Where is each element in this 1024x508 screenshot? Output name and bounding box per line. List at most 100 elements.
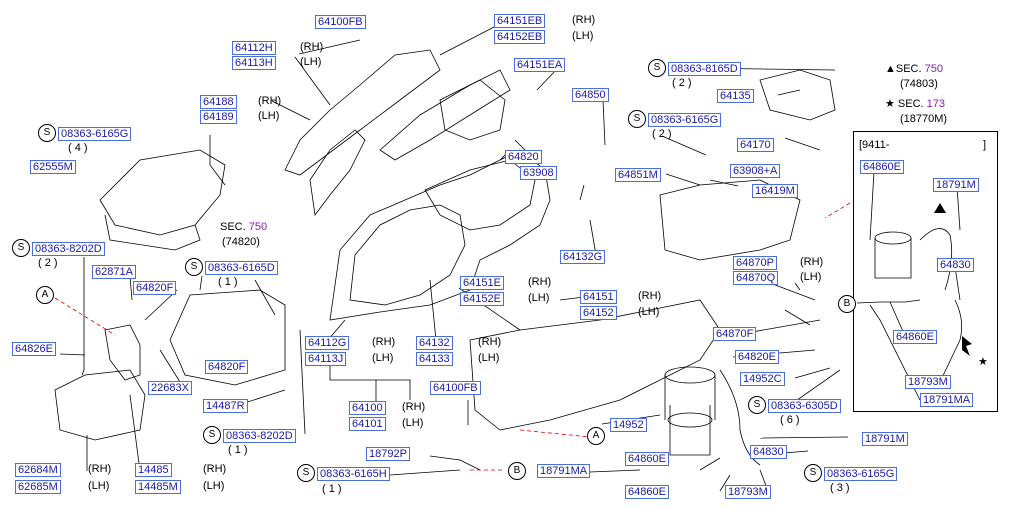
side-lh: (LH) (638, 306, 660, 318)
part-label-64135[interactable]: 64135 (717, 89, 754, 103)
part-label-64152[interactable]: 64152 (580, 306, 617, 320)
part-label-62871A[interactable]: 62871A (92, 265, 136, 279)
quantity: ( 1 ) (228, 444, 248, 456)
screw-symbol-s: S (628, 110, 646, 128)
part-label-14487R[interactable]: 14487R (203, 399, 248, 413)
screw-symbol-s: S (748, 396, 766, 414)
part-label-62555M[interactable]: 62555M (30, 160, 76, 174)
part-label-08363-6165G[interactable]: 08363-6165G (648, 113, 722, 127)
side-rh: (RH) (528, 276, 552, 288)
part-label-08363-6165D[interactable]: 08363-6165D (205, 261, 278, 275)
part-label-18793M[interactable]: 18793M (905, 375, 951, 389)
part-label-22683X[interactable]: 22683X (148, 381, 192, 395)
part-label-64820E[interactable]: 64820E (735, 350, 779, 364)
part-label-64132G[interactable]: 64132G (560, 250, 606, 264)
part-label-64870Q[interactable]: 64870Q (733, 271, 779, 285)
side-rh: (RH) (88, 463, 112, 475)
part-label-18791MA[interactable]: 18791MA (920, 393, 974, 407)
part-label-64870P[interactable]: 64870P (733, 256, 777, 270)
part-label-64820[interactable]: 64820 (505, 150, 542, 164)
part-label-08363-6165G[interactable]: 08363-6165G (58, 127, 132, 141)
quantity: ( 2 ) (38, 257, 58, 269)
side-lh: (LH) (800, 271, 822, 283)
part-label-14952C[interactable]: 14952C (740, 372, 785, 386)
section-ref-code: (18770M) (900, 113, 948, 125)
screw-symbol-s: S (12, 239, 30, 257)
part-label-18791M[interactable]: 18791M (862, 432, 908, 446)
fender-rail-drawing (284, 49, 441, 176)
part-label-64826E[interactable]: 64826E (12, 342, 56, 356)
part-label-16419M[interactable]: 16419M (752, 184, 798, 198)
section-ref-code: (74803) (900, 78, 938, 90)
part-label-64112H[interactable]: 64112H (232, 41, 276, 55)
part-label-64830[interactable]: 64830 (937, 258, 974, 272)
part-label-64188[interactable]: 64188 (200, 95, 237, 109)
part-label-08363-6305D[interactable]: 08363-6305D (768, 399, 841, 413)
quantity: ( 1 ) (322, 483, 342, 495)
part-label-64133[interactable]: 64133 (416, 352, 453, 366)
part-label-62684M[interactable]: 62684M (15, 463, 61, 477)
part-label-64189[interactable]: 64189 (200, 110, 237, 124)
part-label-64860E[interactable]: 64860E (625, 452, 669, 466)
side-rh: (RH) (478, 336, 502, 348)
part-label-64100FB[interactable]: 64100FB (430, 381, 481, 395)
part-label-18792P[interactable]: 18792P (366, 447, 410, 461)
part-label-64152EB[interactable]: 64152EB (494, 30, 546, 44)
arrow-marker-icon (962, 336, 972, 356)
part-label-64860E[interactable]: 64860E (893, 330, 937, 344)
screw-symbol-s: S (297, 464, 315, 482)
part-label-64151[interactable]: 64151 (580, 290, 617, 304)
part-label-08363-8165D[interactable]: 08363-8165D (668, 62, 741, 76)
part-label-64151EB[interactable]: 64151EB (494, 14, 546, 28)
part-label-64100[interactable]: 64100 (349, 401, 386, 415)
part-label-08363-6165H[interactable]: 08363-6165H (317, 467, 390, 481)
part-label-64870F[interactable]: 64870F (713, 327, 757, 341)
reference-marker-a: A (36, 286, 54, 304)
side-rh: (RH) (638, 290, 662, 302)
side-lh: (LH) (258, 110, 280, 122)
part-label-64820F[interactable]: 64820F (133, 281, 177, 295)
section-ref: SEC. 750 (220, 221, 268, 233)
reference-marker-a: A (587, 427, 605, 445)
part-label-63908[interactable]: 63908 (520, 166, 557, 180)
part-label-63908A[interactable]: 63908+A (730, 164, 781, 178)
part-label-64152E[interactable]: 64152E (460, 292, 504, 306)
part-label-64151EA[interactable]: 64151EA (514, 58, 566, 72)
part-label-64113J[interactable]: 64113J (305, 352, 347, 366)
part-label-08363-6165G[interactable]: 08363-6165G (824, 467, 898, 481)
part-label-64830[interactable]: 64830 (750, 445, 787, 459)
part-label-64820F[interactable]: 64820F (205, 360, 249, 374)
side-rh: (RH) (300, 41, 324, 53)
side-lh: (LH) (478, 352, 500, 364)
side-rh: (RH) (203, 463, 227, 475)
side-lh: (LH) (528, 292, 550, 304)
part-label-18791MA[interactable]: 18791MA (537, 464, 591, 478)
part-label-64100FB[interactable]: 64100FB (315, 15, 366, 29)
part-label-64132[interactable]: 64132 (416, 336, 453, 350)
cowl-panel-drawing (99, 149, 226, 236)
part-label-08363-8202D[interactable]: 08363-8202D (223, 429, 296, 443)
part-label-64113H[interactable]: 64113H (232, 56, 276, 70)
side-lh: (LH) (572, 30, 594, 42)
quantity: ( 6 ) (780, 414, 800, 426)
part-label-64851M[interactable]: 64851M (615, 168, 661, 182)
part-label-64151E[interactable]: 64151E (460, 276, 504, 290)
part-label-08363-8202D[interactable]: 08363-8202D (32, 242, 105, 256)
part-label-64170[interactable]: 64170 (737, 138, 774, 152)
side-rh: (RH) (572, 14, 596, 26)
part-label-62685M[interactable]: 62685M (15, 480, 61, 494)
part-label-18791M[interactable]: 18791M (933, 178, 979, 192)
part-label-64112G[interactable]: 64112G (305, 336, 350, 350)
part-label-14952[interactable]: 14952 (610, 418, 647, 432)
inner-fender-drawing (329, 149, 551, 321)
part-label-64850[interactable]: 64850 (572, 88, 609, 102)
side-rh: (RH) (402, 401, 426, 413)
section-ref: ▲SEC. 750 (885, 63, 943, 75)
part-label-64101[interactable]: 64101 (349, 417, 386, 431)
part-label-18793M[interactable]: 18793M (725, 485, 771, 499)
part-label-14485M[interactable]: 14485M (135, 480, 181, 494)
part-label-14485[interactable]: 14485 (135, 463, 172, 477)
part-label-64860E[interactable]: 64860E (860, 160, 904, 174)
section-ref-code: (74820) (222, 236, 260, 248)
part-label-64860E[interactable]: 64860E (625, 485, 669, 499)
